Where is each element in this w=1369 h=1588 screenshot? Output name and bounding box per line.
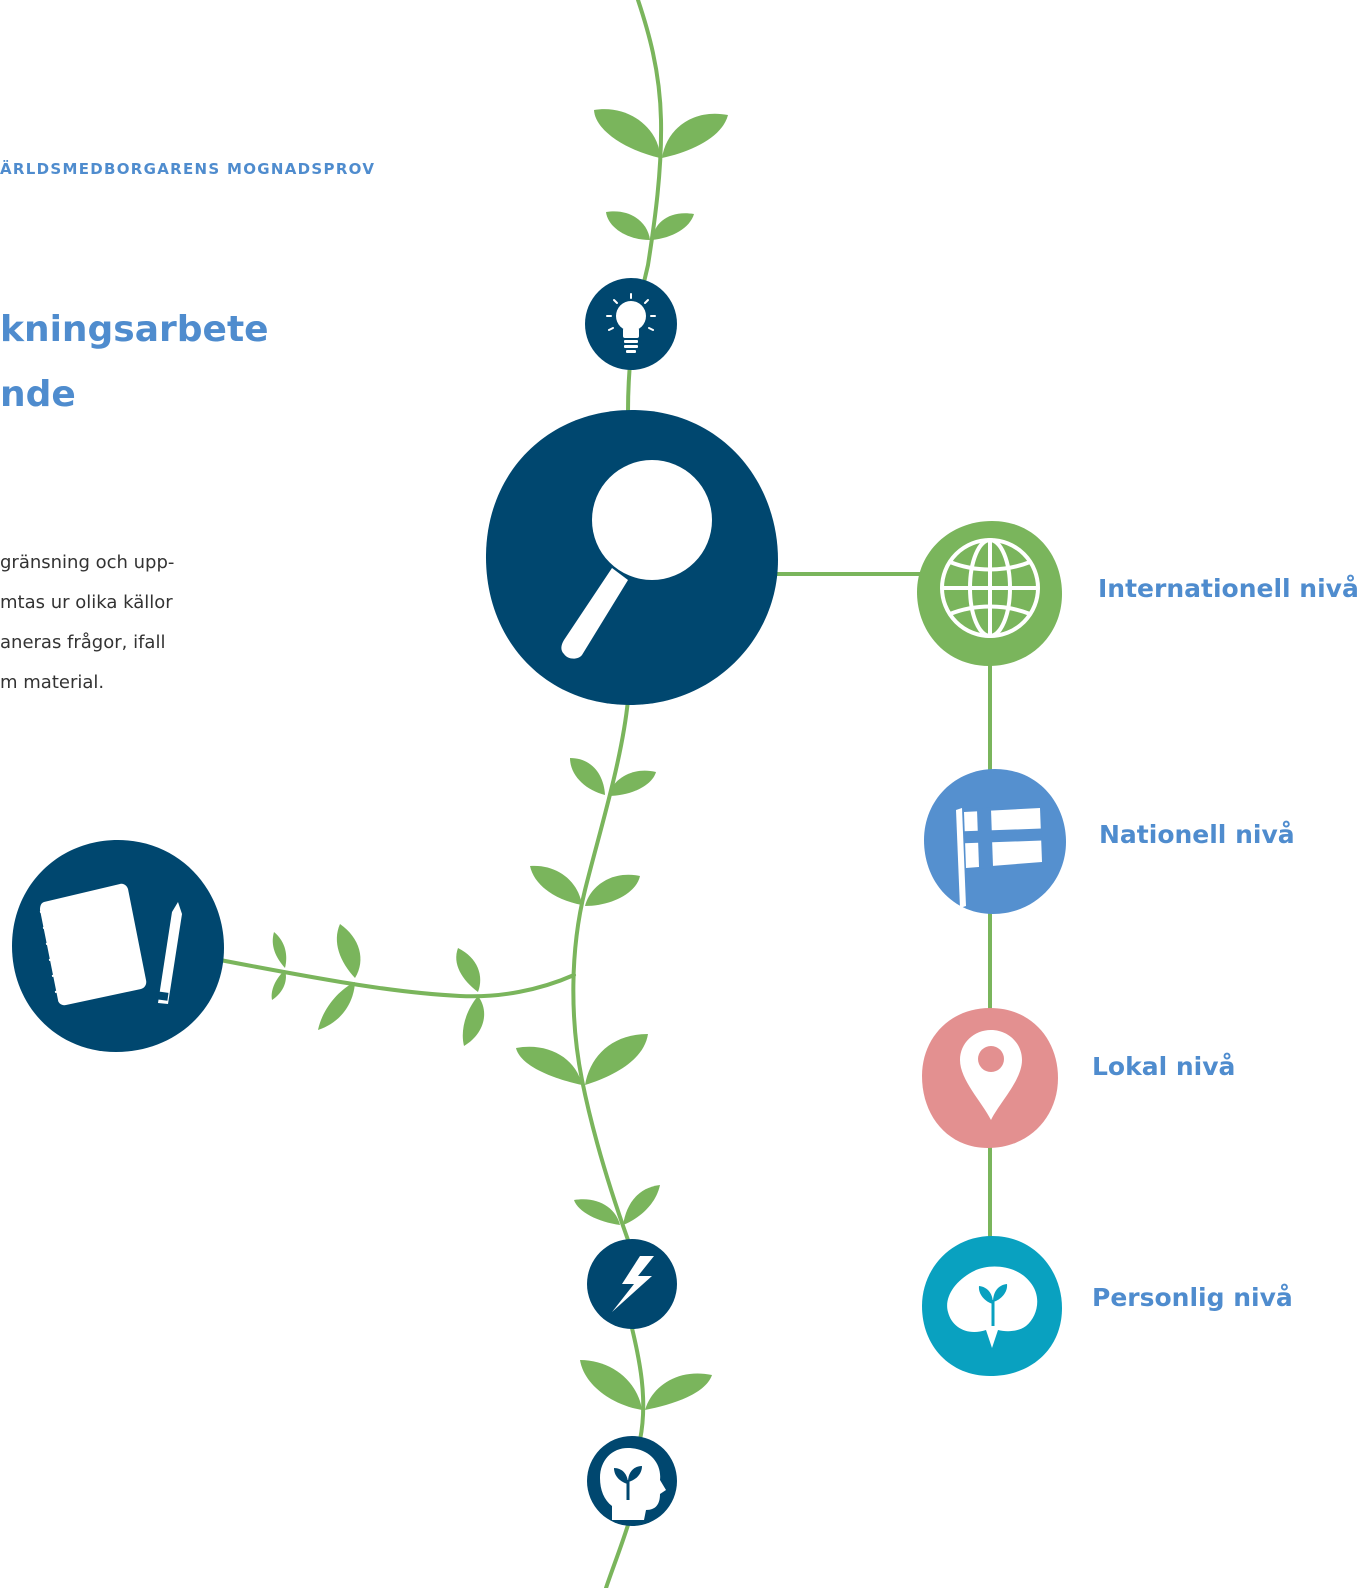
plant-head-icon xyxy=(947,1266,1038,1348)
lightbulb-node xyxy=(585,278,677,370)
body-text-line-4: m material. xyxy=(0,672,105,693)
level-label-international: Internationell nivå xyxy=(1098,574,1359,603)
head-node xyxy=(587,1436,677,1526)
lightning-node xyxy=(587,1239,677,1329)
personal-node xyxy=(922,1236,1062,1376)
local-node xyxy=(922,1008,1058,1148)
section-title-line-1: kningsarbete xyxy=(0,309,269,350)
notebook-node xyxy=(12,840,224,1052)
lightbulb-icon xyxy=(606,293,656,353)
notebook-pen-icon xyxy=(39,883,182,1006)
globe-icon xyxy=(940,538,1040,638)
international-node xyxy=(917,521,1062,666)
body-text-line-2: mtas ur olika källor xyxy=(0,592,173,613)
magnifying-glass-icon xyxy=(561,460,712,659)
body-text-line-1: gränsning och upp- xyxy=(0,552,175,573)
level-label-local: Lokal nivå xyxy=(1092,1052,1236,1081)
level-label-personal: Personlig nivå xyxy=(1092,1283,1293,1312)
section-title-line-2: nde xyxy=(0,374,76,415)
main-vine xyxy=(218,0,992,1588)
map-pin-icon xyxy=(960,1030,1022,1120)
head-plant-icon xyxy=(600,1448,666,1520)
research-node xyxy=(485,410,778,705)
lightning-icon xyxy=(612,1256,654,1312)
body-text-line-3: aneras frågor, ifall xyxy=(0,632,166,653)
document-header: ÄRLDSMEDBORGARENS MOGNADSPROV xyxy=(0,160,376,178)
national-node xyxy=(924,769,1066,914)
level-label-national: Nationell nivå xyxy=(1099,820,1295,849)
vine-leaves xyxy=(271,109,728,1410)
